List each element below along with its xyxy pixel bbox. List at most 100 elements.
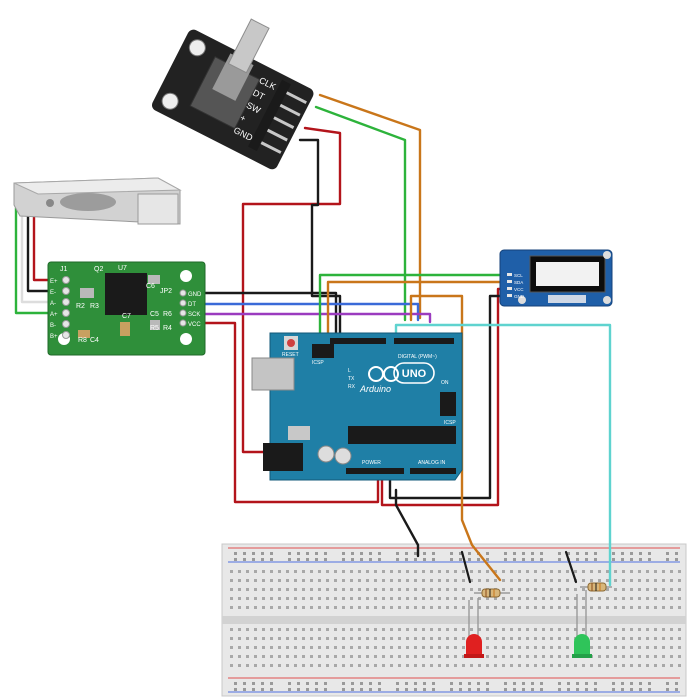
hx711-left-pin-label: A+ xyxy=(50,312,58,318)
breadboard-hole xyxy=(297,688,300,691)
breadboard-hole xyxy=(270,597,273,600)
load-cell xyxy=(13,177,182,225)
breadboard-hole xyxy=(638,646,641,649)
breadboard-hole xyxy=(590,628,593,631)
breadboard-hole xyxy=(542,570,545,573)
breadboard-hole xyxy=(270,688,273,691)
breadboard-hole xyxy=(470,579,473,582)
breadboard-hole xyxy=(494,637,497,640)
breadboard-hole xyxy=(502,606,505,609)
breadboard-hole xyxy=(630,558,633,561)
breadboard-hole xyxy=(450,558,453,561)
breadboard-hole xyxy=(326,597,329,600)
breadboard-hole xyxy=(598,570,601,573)
breadboard-hole xyxy=(396,688,399,691)
breadboard-hole xyxy=(302,606,305,609)
breadboard-hole xyxy=(550,606,553,609)
breadboard-hole xyxy=(334,646,337,649)
hx711-u7: U7 xyxy=(118,265,127,272)
breadboard-hole xyxy=(542,655,545,658)
breadboard-hole xyxy=(459,688,462,691)
breadboard-hole xyxy=(662,664,665,667)
breadboard-hole xyxy=(294,597,297,600)
breadboard-hole xyxy=(654,646,657,649)
breadboard-hole xyxy=(540,688,543,691)
breadboard-hole xyxy=(326,588,329,591)
breadboard-hole xyxy=(432,688,435,691)
breadboard-hole xyxy=(459,558,462,561)
breadboard-hole xyxy=(678,655,681,658)
breadboard-hole xyxy=(510,570,513,573)
breadboard-hole xyxy=(670,655,673,658)
breadboard-hole xyxy=(430,579,433,582)
breadboard-hole xyxy=(302,655,305,658)
breadboard-hole xyxy=(470,606,473,609)
breadboard-hole xyxy=(438,588,441,591)
breadboard-hole xyxy=(526,570,529,573)
breadboard-hole xyxy=(630,606,633,609)
breadboard-hole xyxy=(477,558,480,561)
breadboard-hole xyxy=(494,597,497,600)
breadboard-hole xyxy=(406,570,409,573)
breadboard-hole xyxy=(405,682,408,685)
breadboard-hole xyxy=(342,664,345,667)
breadboard-hole xyxy=(414,579,417,582)
breadboard-hole xyxy=(638,655,641,658)
breadboard-hole xyxy=(450,688,453,691)
hx711-right-pin-label: DT xyxy=(188,302,196,308)
breadboard-hole xyxy=(612,558,615,561)
breadboard-hole xyxy=(638,606,641,609)
hx711-r3: R3 xyxy=(90,303,99,310)
breadboard-hole xyxy=(526,628,529,631)
breadboard-hole xyxy=(454,655,457,658)
breadboard-hole xyxy=(252,558,255,561)
breadboard-hole xyxy=(326,628,329,631)
breadboard-hole xyxy=(531,552,534,555)
breadboard-hole xyxy=(318,570,321,573)
breadboard-hole xyxy=(477,682,480,685)
hx711-r6: R6 xyxy=(163,311,172,318)
breadboard-hole xyxy=(513,688,516,691)
breadboard-hole xyxy=(582,579,585,582)
breadboard-hole xyxy=(318,579,321,582)
breadboard-hole xyxy=(414,588,417,591)
breadboard-hole xyxy=(382,588,385,591)
breadboard-hole xyxy=(406,579,409,582)
breadboard-hole xyxy=(262,637,265,640)
breadboard-hole xyxy=(454,579,457,582)
breadboard-hole xyxy=(654,588,657,591)
breadboard-hole xyxy=(446,579,449,582)
breadboard-hole xyxy=(310,570,313,573)
breadboard-hole xyxy=(468,558,471,561)
breadboard-hole xyxy=(262,588,265,591)
breadboard-hole xyxy=(390,606,393,609)
breadboard-hole xyxy=(494,579,497,582)
breadboard-hole xyxy=(518,646,521,649)
breadboard-hole xyxy=(324,558,327,561)
breadboard-hole xyxy=(534,579,537,582)
breadboard-hole xyxy=(270,646,273,649)
breadboard-hole xyxy=(414,682,417,685)
breadboard-hole xyxy=(446,588,449,591)
breadboard-hole xyxy=(230,655,233,658)
breadboard-hole xyxy=(342,570,345,573)
breadboard-hole xyxy=(494,628,497,631)
breadboard-hole xyxy=(294,588,297,591)
breadboard-hole xyxy=(326,664,329,667)
breadboard-hole xyxy=(254,628,257,631)
breadboard-hole xyxy=(414,552,417,555)
breadboard-hole xyxy=(374,588,377,591)
breadboard-hole xyxy=(478,606,481,609)
breadboard-hole xyxy=(286,579,289,582)
breadboard-hole xyxy=(502,570,505,573)
breadboard-hole xyxy=(622,646,625,649)
breadboard-hole xyxy=(310,597,313,600)
breadboard-hole xyxy=(310,579,313,582)
breadboard-hole xyxy=(566,637,569,640)
breadboard-hole xyxy=(531,682,534,685)
breadboard-hole xyxy=(510,606,513,609)
breadboard-hole xyxy=(648,682,651,685)
breadboard-hole xyxy=(590,664,593,667)
breadboard-hole xyxy=(550,579,553,582)
breadboard-hole xyxy=(422,664,425,667)
